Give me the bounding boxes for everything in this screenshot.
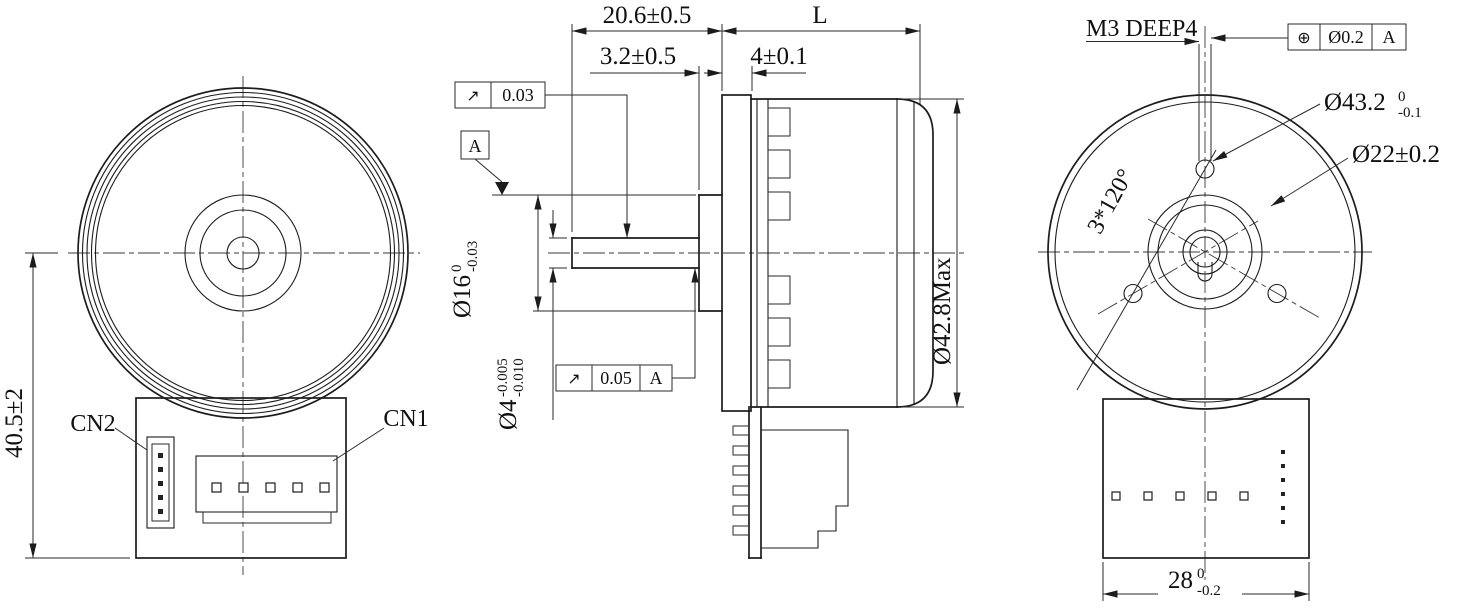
cn1-label: CN1 xyxy=(383,406,428,432)
bolt-circle-text: Ø22±0.2 xyxy=(1352,141,1440,168)
svg-text:Ø4: Ø4 xyxy=(495,399,522,430)
side-pcb-and-connector xyxy=(732,406,849,559)
bolt-circle-leader xyxy=(1270,157,1349,207)
motor-rear-outline xyxy=(1047,94,1363,410)
shaft-diameter-text: Ø4 -0.005 -0.010 xyxy=(495,358,527,430)
svg-text:0: 0 xyxy=(1398,89,1406,105)
position-icon: ⊕ xyxy=(1297,28,1310,47)
svg-text:Ø16: Ø16 xyxy=(449,275,476,318)
svg-text:0: 0 xyxy=(1197,566,1205,582)
boss-diameter-dimension xyxy=(492,194,696,312)
pcb-width-dimension xyxy=(1102,562,1310,601)
shaft-keyway xyxy=(1197,262,1213,282)
fcf-top-value: 0.03 xyxy=(502,85,534,105)
cn1-leader xyxy=(332,427,385,462)
flange-length-text: 4±0.1 xyxy=(750,43,807,70)
fcf-position-value: Ø0.2 xyxy=(1328,27,1364,47)
stator-laminations xyxy=(767,107,791,389)
shaft-diameter-dimension xyxy=(549,210,567,420)
front-view: CN2 CN1 40.5±2 xyxy=(1,76,429,575)
rear-pcb-outline xyxy=(1102,398,1310,559)
front-pcb-outline xyxy=(135,397,347,559)
pcb-width-text: 28 0 -0.2 xyxy=(1168,566,1221,599)
cn1-connector xyxy=(195,455,338,524)
datum-letter: A xyxy=(469,136,482,156)
fcf-bottom-datum: A xyxy=(650,368,663,388)
hole-pattern-line xyxy=(1076,149,1217,391)
boss-length-text: 3.2±0.5 xyxy=(600,43,676,70)
body-diameter-text: Ø42.8Max xyxy=(929,257,956,365)
cn2-connector xyxy=(146,436,175,529)
outer-diameter-leader xyxy=(1212,103,1321,162)
fcf-position: ⊕ Ø0.2 A xyxy=(1287,23,1407,51)
protrusion-dimension-text: 20.6±0.5 xyxy=(603,2,692,29)
runout-icon: ↗ xyxy=(466,86,479,105)
thread-note-text: M3 DEEP4 xyxy=(1086,16,1197,42)
length-dimension-text: L xyxy=(812,2,827,29)
fcf-bottom-leader xyxy=(672,268,699,379)
motor-body-outline xyxy=(721,94,934,412)
boss-diameter-text: Ø16 0 -0.03 xyxy=(449,241,481,318)
height-dimension xyxy=(25,252,130,559)
mounting-holes xyxy=(1123,159,1287,304)
fcf-runout-bottom: ↗ 0.05 A xyxy=(555,268,699,392)
rear-view: M3 DEEP4 ⊕ Ø0.2 A Ø43.2 0 -0.1 Ø22±0.2 3… xyxy=(1038,16,1440,601)
outer-diameter-text: Ø43.2 0 -0.1 xyxy=(1324,89,1422,121)
fcf-top-leader xyxy=(545,94,631,238)
body-diameter-dimension xyxy=(899,98,964,408)
svg-text:-0.010: -0.010 xyxy=(511,358,527,397)
datum-flag: A xyxy=(460,130,509,195)
cn2-label: CN2 xyxy=(70,411,115,437)
side-top-dimensions xyxy=(571,24,921,232)
fcf-position-datum: A xyxy=(1383,27,1396,47)
connector-pins-side xyxy=(732,425,750,536)
cn2-leader xyxy=(114,427,148,451)
motor-front-outline xyxy=(77,87,409,419)
rear-centerlines xyxy=(1038,26,1372,580)
svg-text:-0.1: -0.1 xyxy=(1398,105,1422,121)
connector-housing-side xyxy=(761,429,849,549)
fcf-runout-top: ↗ 0.03 xyxy=(454,81,631,238)
m3-hole-projection xyxy=(1198,44,1212,161)
svg-text:-0.005: -0.005 xyxy=(495,358,511,397)
shaft-outline xyxy=(571,194,723,312)
hole-pattern-text: 3*120° xyxy=(1083,165,1139,238)
svg-text:28: 28 xyxy=(1168,567,1193,594)
fcf-bottom-value: 0.05 xyxy=(600,368,632,388)
svg-text:0: 0 xyxy=(449,265,465,273)
svg-text:-0.03: -0.03 xyxy=(465,241,481,272)
height-dimension-text: 40.5±2 xyxy=(1,388,28,458)
rear-pcb-pins xyxy=(1111,450,1285,524)
runout-icon: ↗ xyxy=(567,369,580,388)
svg-text:Ø43.2: Ø43.2 xyxy=(1324,89,1386,116)
svg-text:-0.2: -0.2 xyxy=(1197,583,1221,599)
side-view: 20.6±0.5 L 3.2±0.5 4±0.1 ↗ 0.03 A Ø16 0 xyxy=(449,2,965,559)
datum-triangle-icon xyxy=(495,182,509,195)
